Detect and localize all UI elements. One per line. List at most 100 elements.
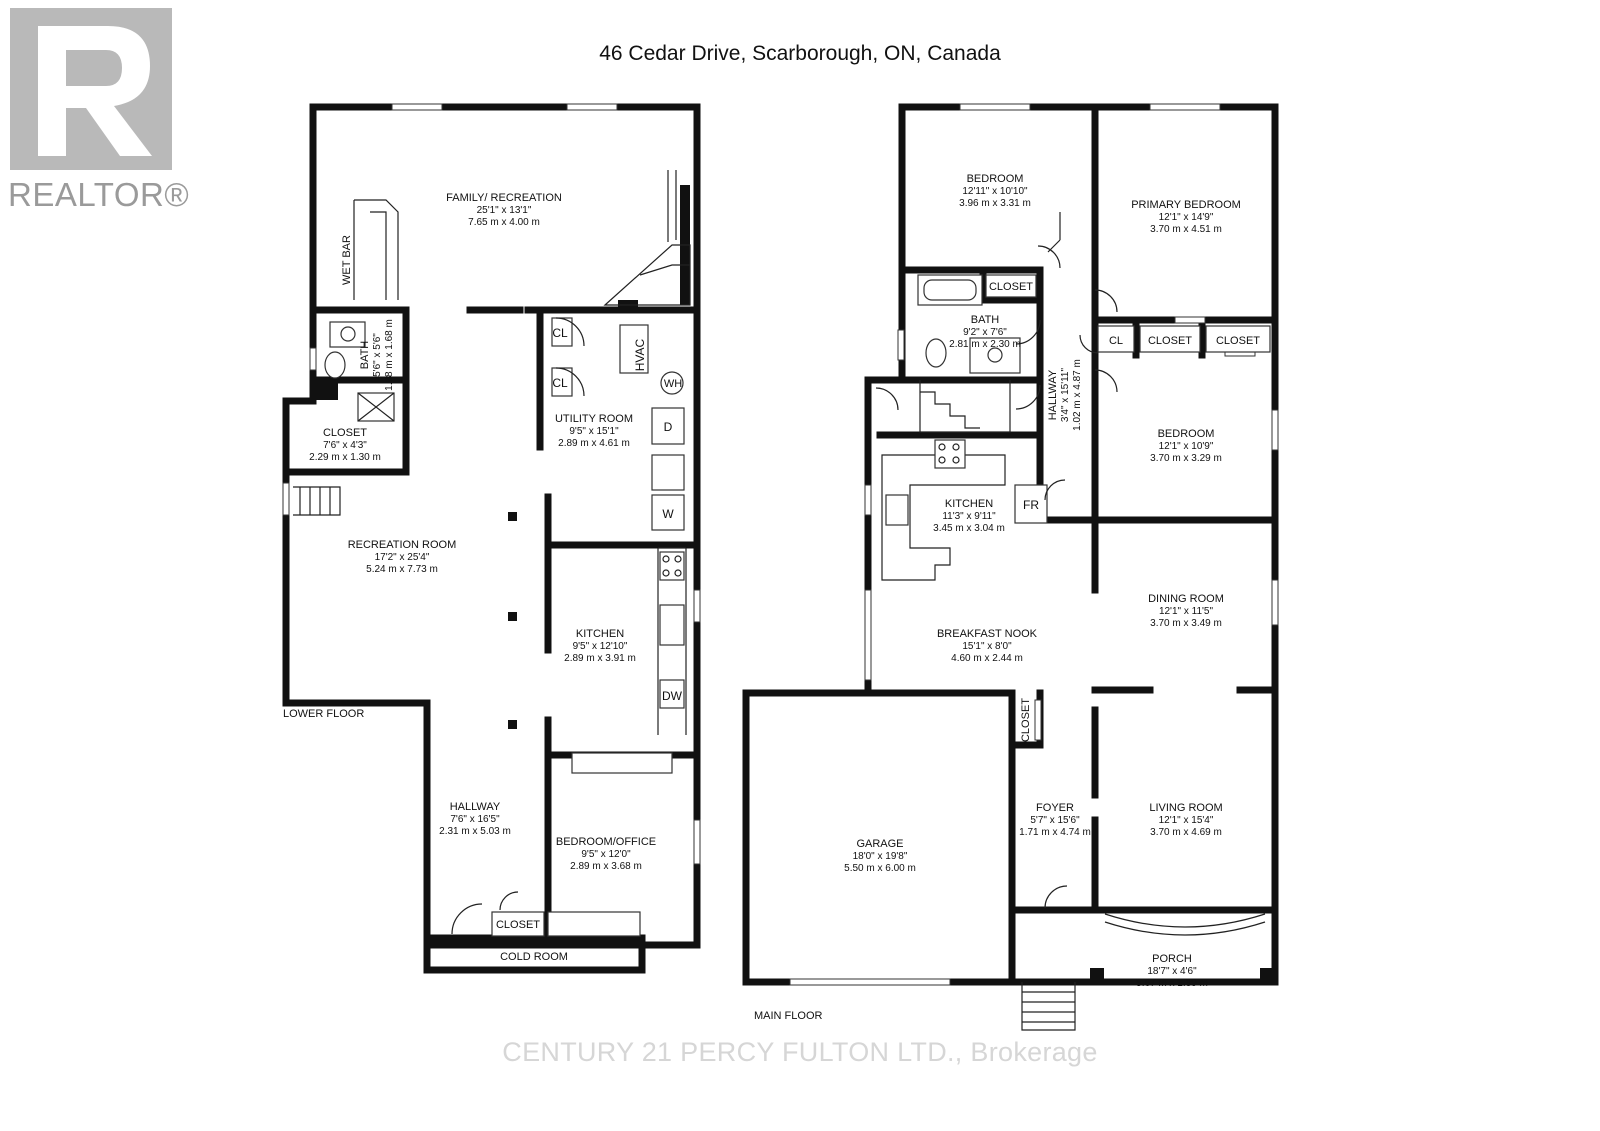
svg-text:HALLWAY: HALLWAY: [450, 801, 501, 813]
room-wet-bar: WET BAR: [341, 235, 353, 285]
room-bath-main: BATH 9'2" x 7'6" 2.81 m x 2.30 m: [949, 314, 1021, 350]
svg-text:BEDROOM: BEDROOM: [967, 173, 1024, 185]
svg-text:9'2" x 7'6": 9'2" x 7'6": [963, 327, 1007, 338]
room-closet-foyer: CLOSET: [1020, 698, 1032, 742]
room-bedroom-1: BEDROOM 12'11" x 10'10" 3.96 m x 3.31 m: [959, 173, 1031, 209]
svg-text:3.96 m x 3.31 m: 3.96 m x 3.31 m: [959, 198, 1031, 209]
fixture-hvac: HVAC: [633, 338, 647, 371]
room-bedroom-2: BEDROOM 12'1" x 10'9" 3.70 m x 3.29 m: [1150, 428, 1222, 464]
svg-text:15'1" x 8'0": 15'1" x 8'0": [962, 641, 1012, 652]
svg-text:LIVING ROOM: LIVING ROOM: [1149, 802, 1222, 814]
svg-text:2.89 m x 4.61 m: 2.89 m x 4.61 m: [558, 438, 630, 449]
room-family-recreation: FAMILY/ RECREATION 25'1" x 13'1" 7.65 m …: [446, 192, 562, 228]
realtor-logo: REALTOR®: [8, 8, 190, 218]
svg-text:DINING ROOM: DINING ROOM: [1148, 593, 1224, 605]
svg-text:12'1" x 15'4": 12'1" x 15'4": [1159, 815, 1214, 826]
svg-text:UTILITY ROOM: UTILITY ROOM: [555, 413, 633, 425]
svg-text:RECREATION ROOM: RECREATION ROOM: [348, 539, 457, 551]
main-floor-plan: [742, 103, 1279, 1031]
svg-text:BEDROOM: BEDROOM: [1158, 428, 1215, 440]
svg-text:7'6" x 16'5": 7'6" x 16'5": [450, 814, 500, 825]
svg-text:BEDROOM/OFFICE: BEDROOM/OFFICE: [556, 836, 656, 848]
room-hallway-main: HALLWAY 3'4" x 15'11" 1.02 m x 4.87 m: [1047, 359, 1083, 431]
room-closet-main-1: CLOSET: [989, 281, 1033, 293]
svg-text:5'6" x 5'6": 5'6" x 5'6": [372, 333, 383, 377]
fixture-cl-upper: CL: [552, 326, 568, 340]
fixture-water-heater: WH: [664, 378, 682, 390]
room-kitchen-main: KITCHEN 11'3" x 9'11" 3.45 m x 3.04 m: [933, 498, 1005, 534]
svg-text:5.50 m x 6.00 m: 5.50 m x 6.00 m: [844, 863, 916, 874]
svg-text:1.71 m x 4.74 m: 1.71 m x 4.74 m: [1019, 827, 1091, 838]
svg-text:4.60 m x 2.44 m: 4.60 m x 2.44 m: [951, 653, 1023, 664]
room-cold-room: COLD ROOM: [500, 951, 568, 963]
fixture-dishwasher: DW: [662, 689, 683, 703]
svg-text:9'5" x 15'1": 9'5" x 15'1": [569, 426, 619, 437]
svg-text:2.89 m x 3.68 m: 2.89 m x 3.68 m: [570, 861, 642, 872]
fixture-washer: W: [662, 507, 674, 521]
svg-text:KITCHEN: KITCHEN: [576, 628, 624, 640]
room-garage: GARAGE 18'0" x 19'8" 5.50 m x 6.00 m: [844, 838, 916, 874]
svg-text:BATH: BATH: [359, 341, 371, 370]
svg-text:2.31 m x 5.03 m: 2.31 m x 5.03 m: [439, 826, 511, 837]
lower-floor-plan: [282, 103, 701, 974]
room-closet-main-3: CLOSET: [1216, 335, 1260, 347]
svg-text:7'6" x 4'3": 7'6" x 4'3": [323, 440, 367, 451]
room-foyer: FOYER 5'7" x 15'6" 1.71 m x 4.74 m: [1019, 802, 1091, 838]
fixture-dryer: D: [664, 420, 673, 434]
svg-text:7.65 m x 4.00 m: 7.65 m x 4.00 m: [468, 217, 540, 228]
realtor-wordmark: REALTOR®: [8, 176, 190, 213]
svg-text:17'2" x 25'4": 17'2" x 25'4": [375, 552, 430, 563]
room-closet-main-2: CLOSET: [1148, 335, 1192, 347]
svg-text:2.29 m x 1.30 m: 2.29 m x 1.30 m: [309, 452, 381, 463]
svg-text:3.45 m x 3.04 m: 3.45 m x 3.04 m: [933, 523, 1005, 534]
svg-text:BATH: BATH: [971, 314, 1000, 326]
svg-text:3'4" x 15'11": 3'4" x 15'11": [1060, 368, 1071, 423]
svg-text:5.67 m x 1.39 m: 5.67 m x 1.39 m: [1136, 978, 1208, 989]
room-breakfast-nook: BREAKFAST NOOK 15'1" x 8'0" 4.60 m x 2.4…: [937, 628, 1038, 664]
svg-text:1.68 m x 1.68 m: 1.68 m x 1.68 m: [384, 319, 395, 391]
room-bath-lower: BATH 5'6" x 5'6" 1.68 m x 1.68 m: [359, 319, 395, 391]
svg-text:3.70 m x 3.49 m: 3.70 m x 3.49 m: [1150, 618, 1222, 629]
svg-text:PRIMARY BEDROOM: PRIMARY BEDROOM: [1131, 199, 1241, 211]
svg-text:FOYER: FOYER: [1036, 802, 1074, 814]
svg-text:5.24 m x 7.73 m: 5.24 m x 7.73 m: [366, 564, 438, 575]
property-address: 46 Cedar Drive, Scarborough, ON, Canada: [599, 42, 1001, 65]
svg-text:12'1" x 11'5": 12'1" x 11'5": [1159, 606, 1214, 617]
room-primary-bedroom: PRIMARY BEDROOM 12'1" x 14'9" 3.70 m x 4…: [1131, 199, 1241, 235]
svg-text:GARAGE: GARAGE: [856, 838, 903, 850]
room-hallway-lower: HALLWAY 7'6" x 16'5" 2.31 m x 5.03 m: [439, 801, 511, 837]
svg-text:PORCH: PORCH: [1152, 953, 1192, 965]
svg-text:BREAKFAST NOOK: BREAKFAST NOOK: [937, 628, 1038, 640]
svg-text:3.70 m x 4.69 m: 3.70 m x 4.69 m: [1150, 827, 1222, 838]
svg-text:3.70 m x 4.51 m: 3.70 m x 4.51 m: [1150, 224, 1222, 235]
svg-text:11'3" x 9'11": 11'3" x 9'11": [942, 511, 996, 522]
room-closet-small: CLOSET: [496, 919, 540, 931]
svg-text:1.02 m x 4.87 m: 1.02 m x 4.87 m: [1072, 359, 1083, 431]
svg-text:9'5" x 12'10": 9'5" x 12'10": [573, 641, 628, 652]
svg-text:18'0" x 19'8": 18'0" x 19'8": [853, 851, 908, 862]
room-cl-main: CL: [1109, 335, 1123, 347]
room-closet-lower: CLOSET 7'6" x 4'3" 2.29 m x 1.30 m: [309, 427, 381, 463]
room-living: LIVING ROOM 12'1" x 15'4" 3.70 m x 4.69 …: [1149, 802, 1222, 838]
svg-text:FAMILY/ RECREATION: FAMILY/ RECREATION: [446, 192, 562, 204]
svg-text:18'7" x 4'6": 18'7" x 4'6": [1147, 966, 1197, 977]
svg-text:3.70 m x 3.29 m: 3.70 m x 3.29 m: [1150, 453, 1222, 464]
room-bedroom-office: BEDROOM/OFFICE 9'5" x 12'0" 2.89 m x 3.6…: [556, 836, 656, 872]
svg-text:CLOSET: CLOSET: [323, 427, 367, 439]
room-utility: UTILITY ROOM 9'5" x 15'1" 2.89 m x 4.61 …: [555, 413, 633, 449]
room-dining: DINING ROOM 12'1" x 11'5" 3.70 m x 3.49 …: [1148, 593, 1224, 629]
svg-text:12'1" x 10'9": 12'1" x 10'9": [1159, 441, 1214, 452]
svg-text:2.81 m x 2.30 m: 2.81 m x 2.30 m: [949, 339, 1021, 350]
svg-text:25'1" x 13'1": 25'1" x 13'1": [477, 205, 532, 216]
svg-text:HALLWAY: HALLWAY: [1047, 369, 1059, 420]
svg-text:5'7" x 15'6": 5'7" x 15'6": [1030, 815, 1080, 826]
lower-floor-label: LOWER FLOOR: [283, 708, 364, 720]
svg-text:2.89 m x 3.91 m: 2.89 m x 3.91 m: [564, 653, 636, 664]
brokerage-watermark: CENTURY 21 PERCY FULTON LTD., Brokerage: [502, 1037, 1098, 1067]
room-porch: PORCH 18'7" x 4'6" 5.67 m x 1.39 m: [1136, 953, 1208, 989]
fixture-fridge: FR: [1023, 498, 1039, 512]
svg-text:12'1" x 14'9": 12'1" x 14'9": [1159, 212, 1214, 223]
fixture-cl-lower: CL: [552, 376, 568, 390]
realtor-r-icon: [10, 8, 172, 170]
